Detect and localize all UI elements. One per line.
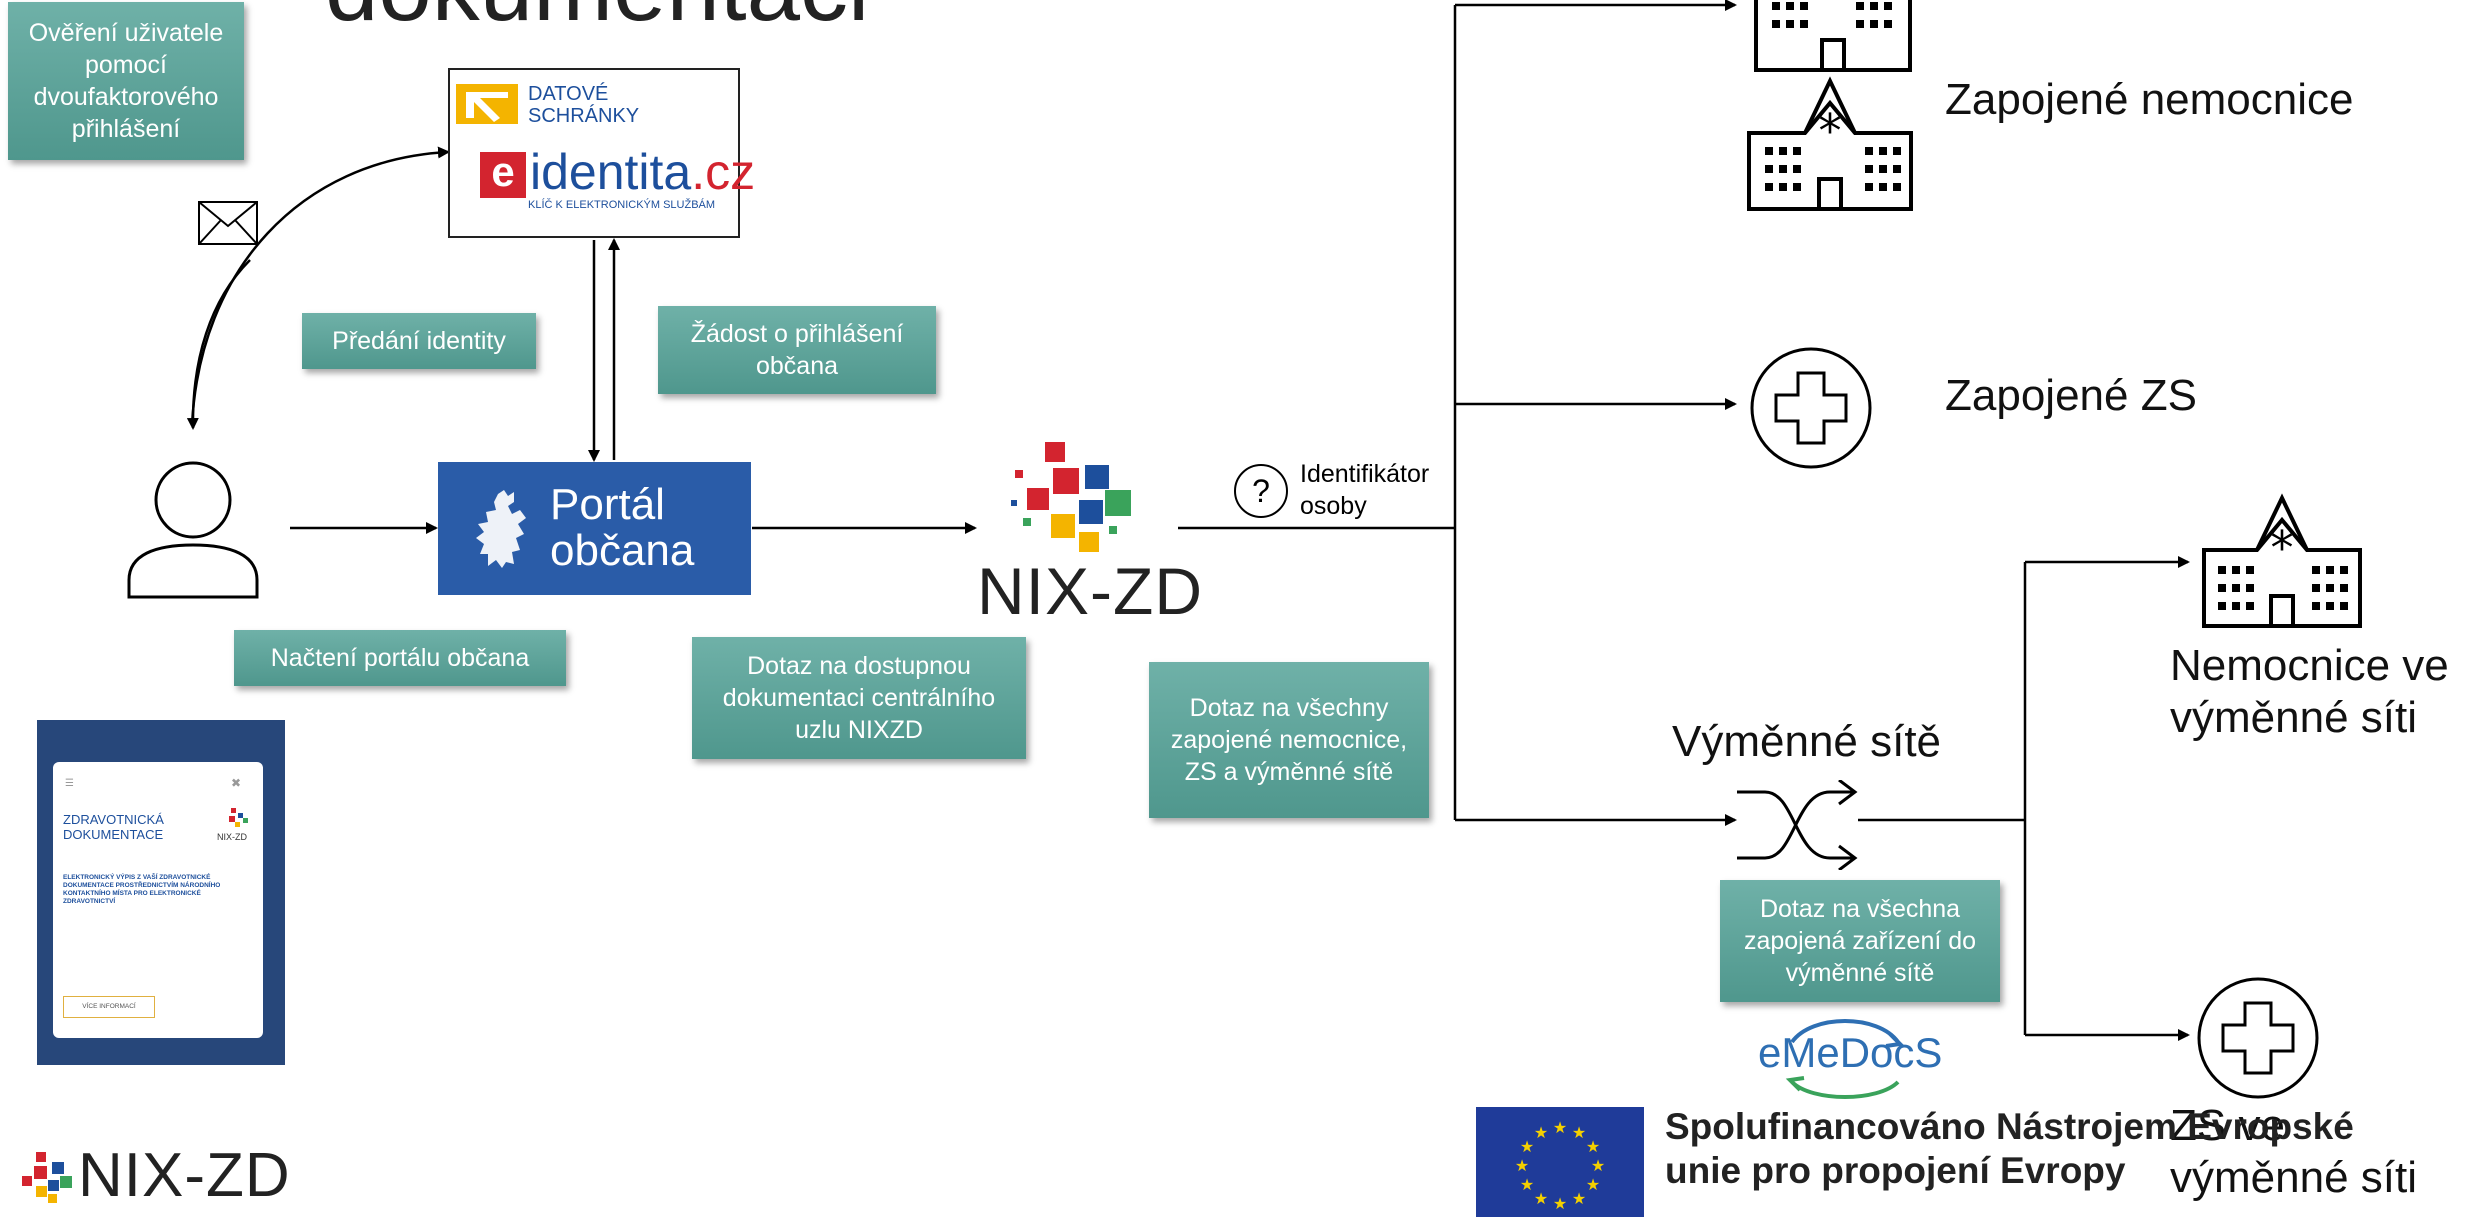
svg-text:★: ★ [1553,1194,1567,1213]
svg-text:★: ★ [1515,1156,1529,1175]
identita-tld: .cz [691,144,756,200]
hospitals-exchange-label: Nemocnice ve výměnné síti [2170,640,2449,744]
zs-exchange-label: ZS ve výměnné síti [2170,1100,2417,1204]
identity-logo-box: DATOVÉ SCHRÁNKY e identita.cz KLÍČ K ELE… [448,68,755,238]
eu-flag: ★★★ ★★★ ★★★ ★★★ [1476,1107,1644,1217]
lion-emblem-icon [476,490,526,568]
svg-text:★: ★ [1572,1123,1586,1142]
identita-wordmark: identita.cz [530,146,755,198]
close-icon: ✖ [231,776,242,790]
identifier-line1: Identifikátor [1300,460,1430,488]
identita-subtitle: KLÍČ K ELEKTRONICKÝM SLUŽBÁM [528,199,716,211]
handover-box: Předání identity [302,313,536,369]
datove-schranky-logo-icon [456,84,518,124]
portal-text: Portál občana [550,482,694,574]
load-portal-box: Načtení portálu občana [234,630,566,686]
eu-line2: unie pro propojení Evropy [1665,1150,2126,1191]
portal-line1: Portál [550,480,665,529]
identifier-label: Identifikátor osoby [1300,458,1429,522]
svg-text:★: ★ [1572,1189,1586,1208]
svg-text:★: ★ [1591,1156,1605,1175]
page-title: dokumentaci [325,0,869,38]
emedocs-logo-icon [1785,1019,1905,1099]
hospital-icon: * [2202,493,2362,628]
eu-line1: Spolufinancováno Nástrojem Evropské [1665,1106,2354,1147]
svg-text:★: ★ [1586,1137,1600,1156]
svg-text:*: * [2271,521,2294,575]
query-exchange-box: Dotaz na všechna zapojená zařízení do vý… [1720,880,2000,1002]
thumbnail-card: ☰ ✖ ZDRAVOTNICKÁ DOKUMENTACE NIX-ZD ELEK… [53,762,263,1038]
envelope-icon [198,201,258,245]
person-icon [127,461,259,599]
hospitals-exchange-line2: výměnné síti [2170,693,2417,742]
thumbnail-title-line2: DOKUMENTACE [63,827,164,842]
datove-line2: SCHRÁNKY [528,105,640,127]
identifier-line2: osoby [1300,492,1367,520]
emedocs-text: eMeDocS [1758,1029,1943,1076]
medical-cross-icon [2197,977,2319,1099]
nixzd-mark-icon [1011,442,1131,552]
zs-exchange-line2: výměnné síti [2170,1153,2417,1202]
query-central-box: Dotaz na dostupnou dokumentaci centrální… [692,637,1026,759]
identita-main: identita [530,144,692,200]
zs-label: Zapojené ZS [1945,371,2197,420]
hospital-icon [1754,0,1912,72]
question-icon: ? [1234,464,1288,518]
svg-text:★: ★ [1520,1137,1534,1156]
menu-icon: ☰ [65,778,74,789]
hospital-icon: * [1747,76,1913,211]
hospitals-exchange-line1: Nemocnice ve [2170,641,2449,690]
eu-stars-icon: ★★★ ★★★ ★★★ ★★★ [1515,1118,1605,1213]
identita-e-mark: e [480,151,526,198]
thumbnail-body: ELEKTRONICKÝ VÝPIS Z VAŠÍ ZDRAVOTNICKÉ D… [63,874,221,905]
verify-box: Ověření uživatele pomocí dvoufaktorového… [8,2,244,160]
nixzd-small-mark-icon [229,808,248,827]
exchange-networks-label: Výměnné sítě [1672,717,1942,766]
svg-text:?: ? [1252,473,1270,509]
eu-funding-text: Spolufinancováno Nástrojem Evropské unie… [1665,1105,2354,1193]
svg-text:*: * [1819,104,1842,158]
nixzd-footer-mark-icon [22,1152,72,1203]
svg-text:★: ★ [1586,1175,1600,1194]
medical-cross-icon [1750,347,1872,469]
query-all-box: Dotaz na všechny zapojené nemocnice, ZS … [1149,662,1429,818]
more-info-button[interactable]: VÍCE INFORMACÍ [63,996,155,1018]
thumbnail-title: ZDRAVOTNICKÁ DOKUMENTACE [63,812,164,842]
nixzd-center-text: NIX-ZD [977,554,1203,628]
portal-obcana-logo: Portál občana [438,462,751,595]
hospitals-label: Zapojené nemocnice [1945,75,2354,124]
svg-text:★: ★ [1520,1175,1534,1194]
thumbnail-logo: NIX-ZD [217,832,247,842]
svg-text:★: ★ [1534,1189,1548,1208]
datove-line1: DATOVÉ [528,83,609,105]
portal-line2: občana [550,526,695,575]
nixzd-footer-text: NIX-ZD [78,1141,291,1210]
svg-text:★: ★ [1553,1118,1567,1137]
portal-thumbnail: ☰ ✖ ZDRAVOTNICKÁ DOKUMENTACE NIX-ZD ELEK… [37,720,285,1065]
shuffle-icon [1737,780,1858,870]
thumbnail-title-line1: ZDRAVOTNICKÁ [63,812,164,827]
request-login-box: Žádost o přihlášení občana [658,306,936,394]
svg-text:★: ★ [1534,1123,1548,1142]
zs-exchange-line1: ZS ve [2170,1101,2285,1150]
